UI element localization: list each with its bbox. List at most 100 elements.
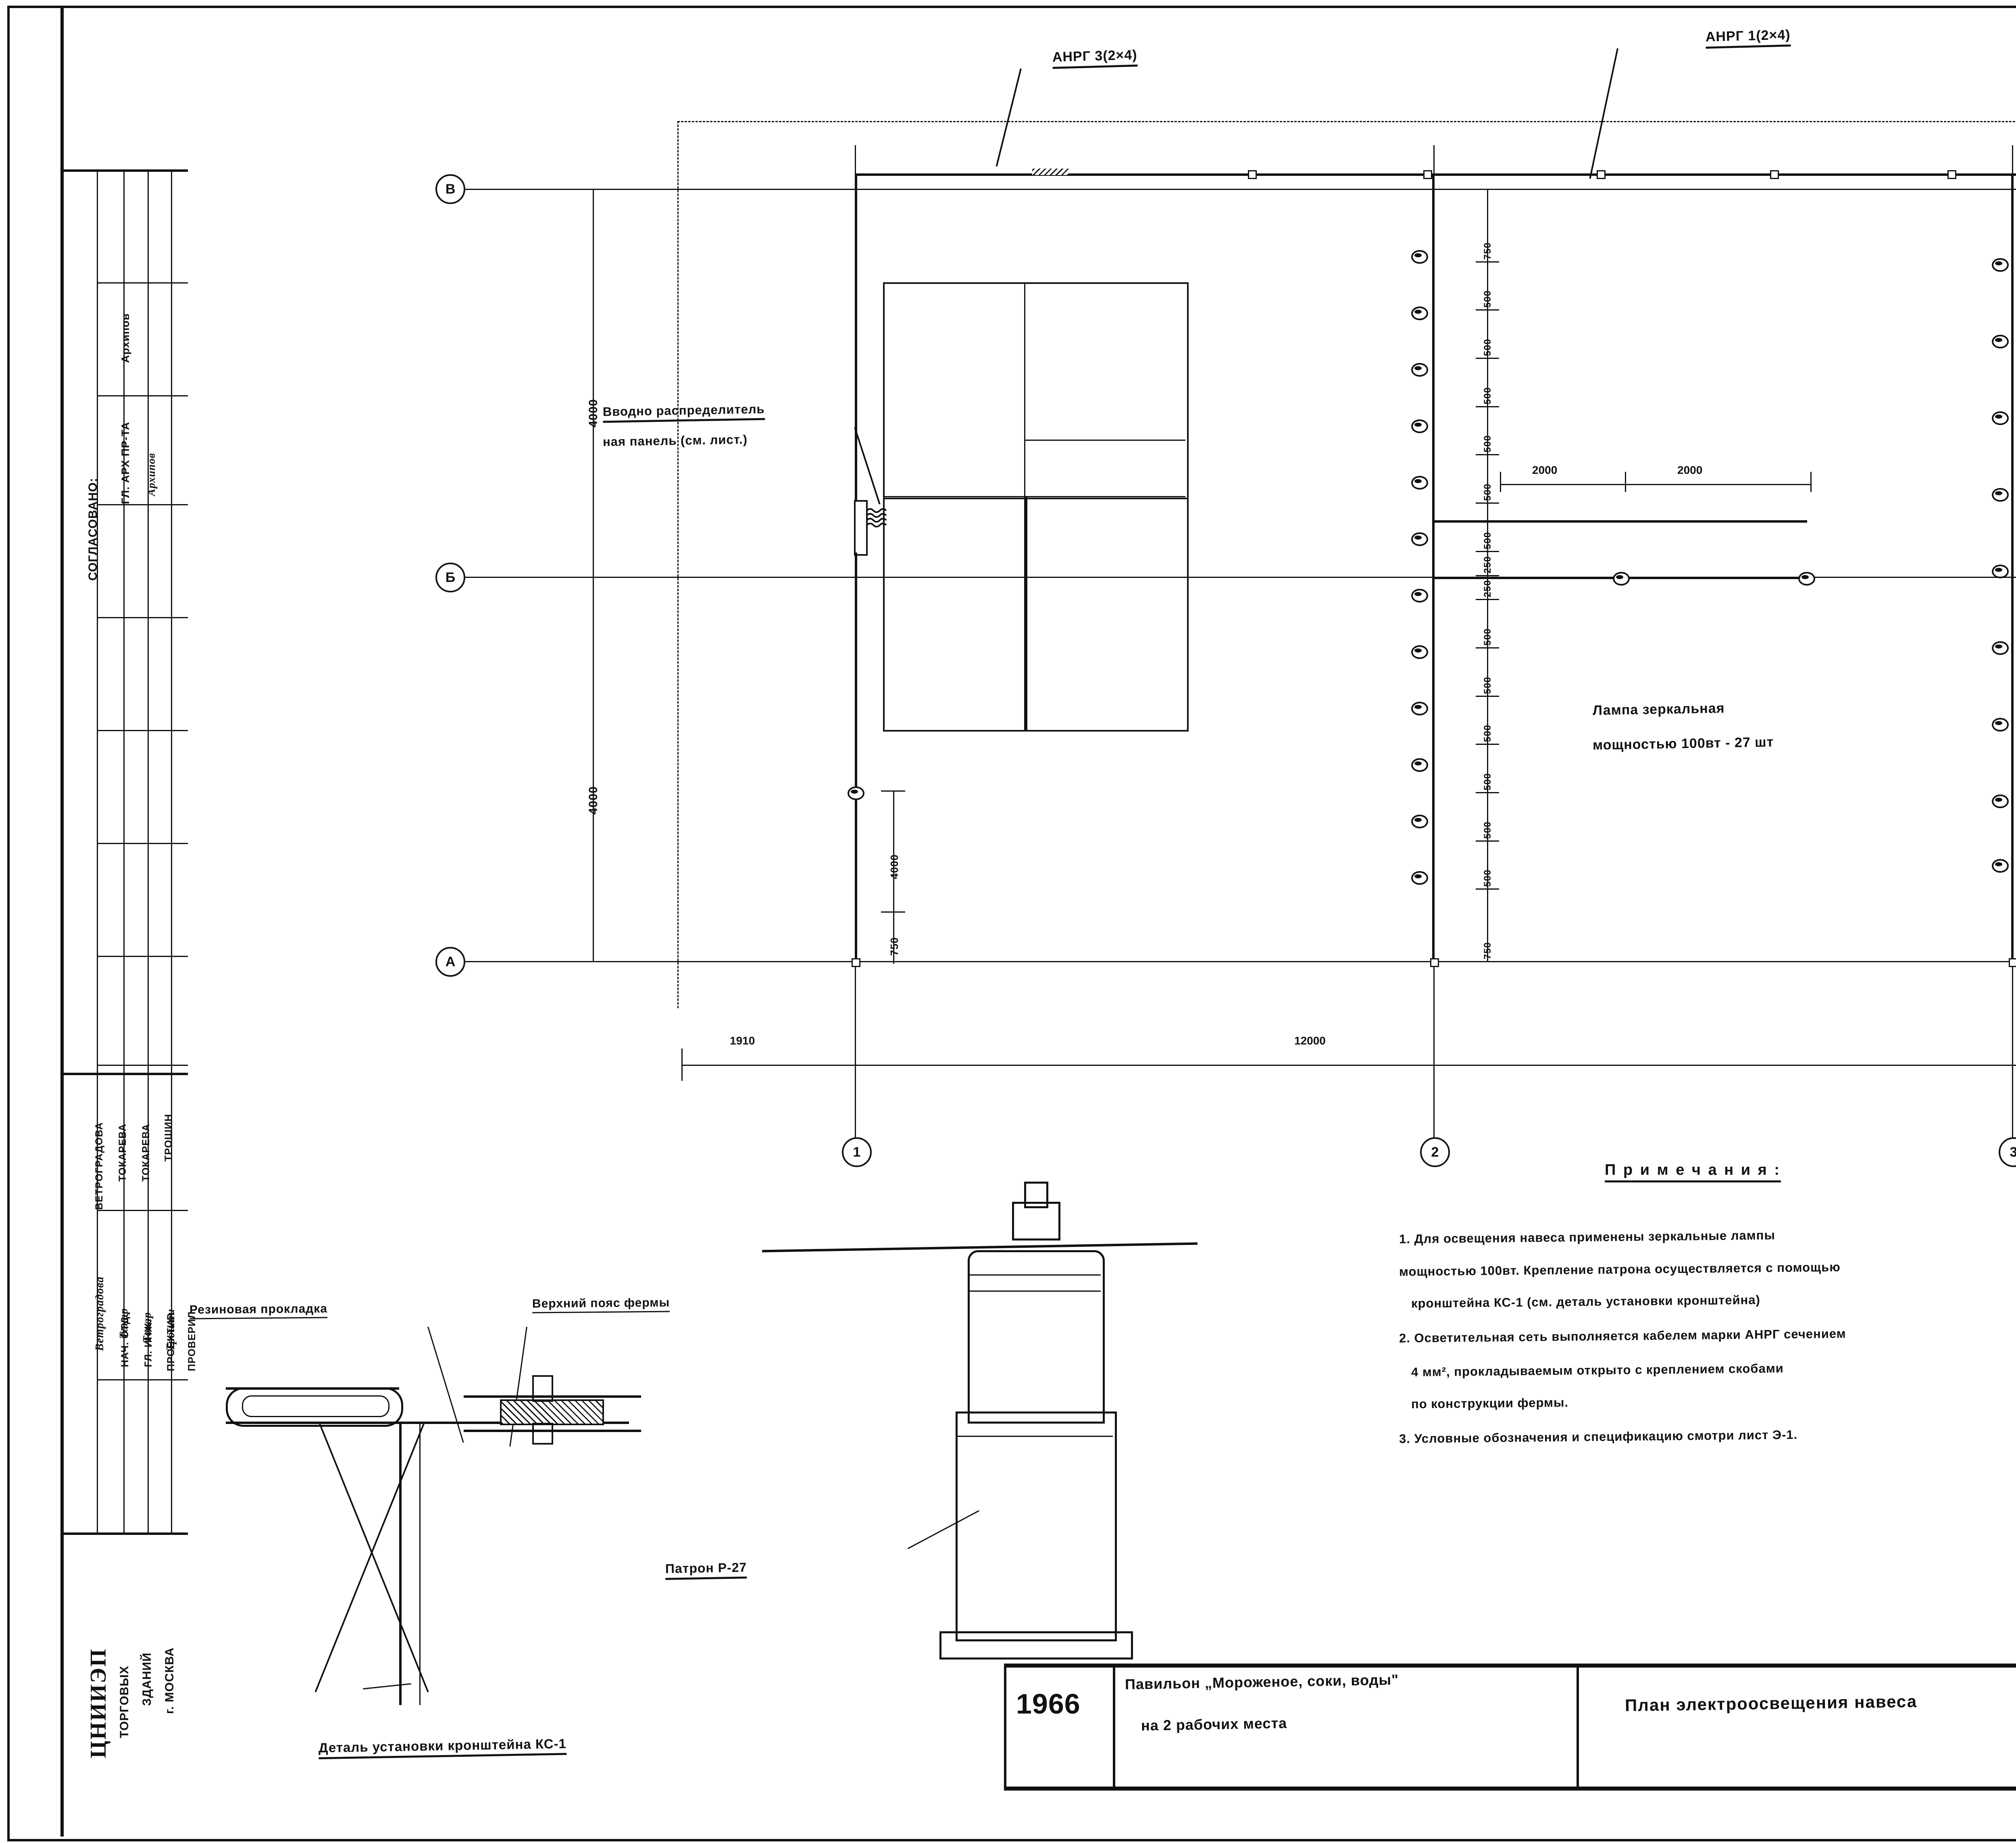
kiosk-outline [883, 282, 1189, 499]
dim-chain-value: 250 [1482, 580, 1493, 597]
axis-bubble-A-label: А [445, 954, 456, 969]
org-line3: г. МОСКВА [163, 1647, 176, 1714]
dim-tick [1476, 840, 1499, 842]
lamp-branch-center [1432, 173, 1435, 964]
dim-chain-value: 250 [1482, 556, 1493, 573]
approval-role-label: ГЛ. АРХ ПР-ТА [119, 421, 131, 504]
branch-dim-2: 2000 [1677, 464, 1703, 476]
lamp-symbol [1992, 641, 2009, 655]
dim-chain-left-line [1487, 189, 1488, 961]
dim-chain-value: 500 [1482, 628, 1493, 646]
feeder-junction-4 [1770, 170, 1779, 179]
kiosk-mid [883, 496, 1024, 497]
bottom-dim-12000: 12000 [1294, 1034, 1326, 1047]
lamp-symbol [1992, 565, 2009, 578]
dim-tick [1476, 551, 1499, 552]
lamp-symbol [1411, 250, 1428, 264]
floor-box-1 [852, 958, 860, 967]
lamp-symbol [1411, 306, 1428, 320]
main-feeder-cable [855, 173, 2016, 176]
org-line1: ТОРГОВЫХ [118, 1666, 131, 1738]
lamp-symbol [1992, 794, 2009, 808]
strip-div-f [97, 730, 188, 731]
axis-bubble-1: 1 [842, 1137, 872, 1167]
dim-tick-b1 [1500, 472, 1501, 492]
axis-bubble-2-label: 2 [1431, 1144, 1439, 1160]
dim-tick [1476, 792, 1499, 793]
dim-chain-value: 750 [1482, 942, 1493, 959]
dim-tick [1476, 406, 1499, 407]
axis-bubble-B-label: Б [445, 569, 456, 585]
bottom-dim-tick-2 [2012, 1049, 2013, 1081]
cable-label-left: АНРГ 3(2×4) [1052, 47, 1138, 69]
coil-icon [866, 508, 887, 527]
label-socket: Патрон Р-27 [665, 1560, 747, 1580]
socket-body [956, 1411, 1117, 1641]
plan-outline-left [677, 121, 679, 1008]
drop-dim-750: 750 [888, 937, 900, 956]
grid-axis-V [439, 189, 2016, 190]
dim-line-vertical [593, 189, 594, 961]
tb-top-rule [1004, 1664, 2016, 1668]
dim-4000-lower: 4000 [587, 786, 600, 815]
dim-tick [1476, 647, 1499, 648]
bracket-nut-icon [532, 1423, 553, 1445]
tb-object-line2: на 2 рабочих места [1141, 1714, 1287, 1734]
dim-tick [1476, 454, 1499, 455]
bottom-dim-line [681, 1065, 2016, 1066]
lamp-symbol [1411, 645, 1428, 659]
kiosk-divider [1024, 282, 1025, 496]
axis-bubble-V: В [435, 174, 465, 204]
dim-chain-value: 750 [1482, 242, 1493, 260]
truss-vertical [399, 1423, 402, 1705]
strip-div-c [97, 395, 188, 396]
label-gasket: Резиновая прокладка [189, 1302, 328, 1320]
bracket-bolt-icon [532, 1375, 553, 1402]
dim-tick-b2 [1625, 472, 1626, 492]
dim-chain-value: 500 [1482, 676, 1493, 694]
floor-box-3 [2009, 958, 2016, 967]
bracket-arm-top [464, 1395, 641, 1398]
dim-tick [1476, 189, 1499, 190]
bottom-dim-tick-1 [855, 1049, 856, 1081]
lamp-symbol [1992, 335, 2009, 348]
staff-role-3: ПРОВЕРИЛ [186, 1311, 198, 1371]
tb-v0 [1004, 1664, 1006, 1789]
dim-tick [1476, 309, 1499, 311]
dim-tick [1476, 888, 1499, 890]
signature-3: Трошин [165, 1309, 177, 1351]
lamp-symbol [1411, 815, 1428, 828]
bracket-plate [500, 1399, 604, 1425]
distribution-panel-symbol [854, 500, 868, 556]
label-chord: Верхний пояс фермы [532, 1296, 670, 1313]
dim-chain-value: 500 [1482, 435, 1493, 452]
axis-bubble-V-label: В [445, 181, 456, 197]
dim-chain-value: 500 [1482, 869, 1493, 887]
strip-div-d [97, 504, 188, 505]
panel-coil-symbol [866, 507, 891, 530]
sheet-border [7, 6, 2016, 1841]
axis-bubble-A: А [435, 947, 465, 977]
bracket-arm-bottom [464, 1430, 641, 1432]
lamp-symbol [1992, 859, 2009, 873]
dim-tick [1476, 358, 1499, 359]
panel-label-line2: ная панель (см. лист.) [602, 432, 748, 449]
drop-cable [855, 552, 857, 964]
lamp-symbol [1411, 871, 1428, 885]
strip-rule-1 [97, 169, 98, 1532]
tb-v1 [1113, 1664, 1115, 1789]
grid-axis-B [439, 577, 2016, 578]
kiosk-shelf [1024, 440, 1185, 441]
socket-bolt-head [1012, 1202, 1060, 1240]
strip-div-k [97, 1210, 188, 1211]
dim-chain-value: 500 [1482, 387, 1493, 404]
signature-1: Токар [118, 1308, 130, 1339]
dim-tick [1476, 261, 1499, 263]
panel-label-line1: Вводно распределитель [602, 402, 765, 423]
drop-dim-tick1 [881, 790, 905, 792]
strip-div-i [97, 1065, 188, 1066]
dim-tick [1476, 575, 1499, 576]
lamp-symbol [1411, 419, 1428, 433]
dim-4000-upper: 4000 [587, 399, 600, 427]
dim-chain-value: 500 [1482, 773, 1493, 790]
